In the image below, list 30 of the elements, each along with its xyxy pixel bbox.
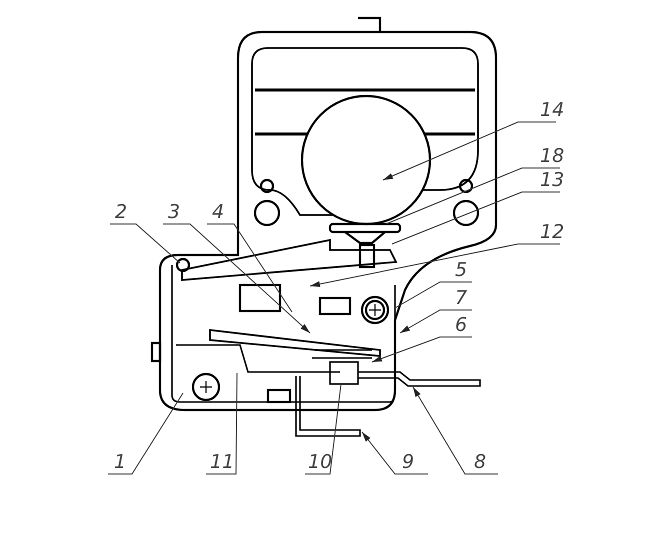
leader-line: [386, 168, 560, 224]
leader-line: [310, 244, 560, 287]
leader-line: [394, 282, 472, 308]
leader-line: [412, 386, 498, 474]
leader-line: [162, 224, 310, 334]
callout-number: 11: [210, 452, 234, 472]
callout-number: 3: [168, 202, 180, 222]
leader-line: [382, 122, 556, 180]
leader-line: [206, 224, 292, 312]
leader-line: [108, 392, 184, 474]
leader-line: [400, 310, 472, 334]
callout-number: 7: [455, 288, 468, 308]
callout-number: 8: [474, 452, 486, 472]
callout-number: 18: [540, 146, 564, 166]
leader-line: [392, 192, 560, 244]
leader-line: [206, 372, 238, 474]
callout-number: 4: [212, 202, 224, 222]
callout-number: 12: [540, 222, 564, 242]
callout-number: 2: [115, 202, 128, 222]
callout-number: 10: [308, 452, 332, 472]
leader-line: [362, 432, 428, 474]
callout-number: 14: [540, 100, 564, 120]
leader-line: [110, 224, 180, 264]
callout-number: 6: [455, 315, 468, 335]
callout-number: 13: [540, 170, 564, 190]
callout-number: 5: [455, 260, 468, 280]
callout-number: 9: [402, 452, 414, 472]
leader-line: [304, 384, 342, 474]
callout-number: 1: [114, 452, 126, 472]
leader-line: [372, 336, 472, 362]
